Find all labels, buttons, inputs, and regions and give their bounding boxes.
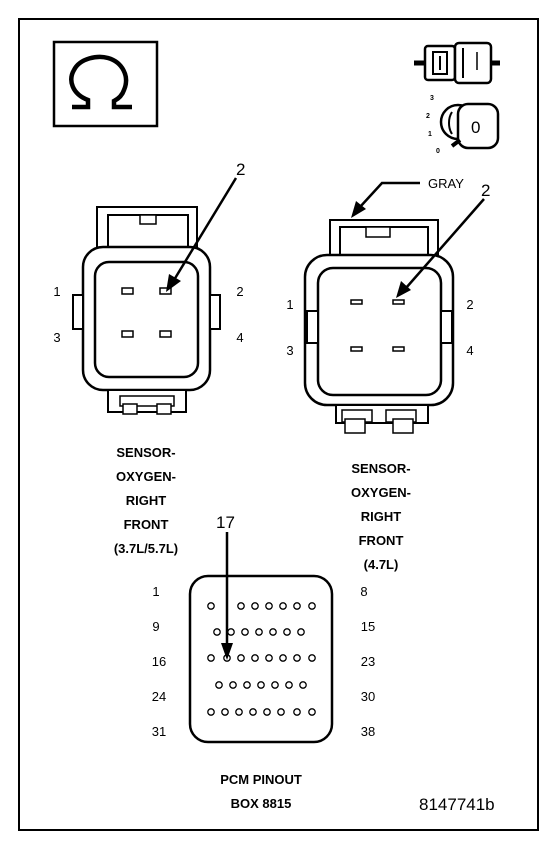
- right-connector: [303, 219, 455, 434]
- left-pin-label-2: 2: [236, 284, 244, 299]
- pcm-row-end-label: 8: [360, 584, 368, 599]
- pin-2-socket: [159, 287, 172, 295]
- pin-1-socket: [350, 299, 363, 305]
- connector-plug-icon: [414, 41, 500, 85]
- left-pin-label-3: 3: [53, 330, 61, 345]
- left-callout-arrow: [166, 177, 238, 292]
- pin-3-socket: [121, 330, 134, 338]
- right-connector-caption: SENSOR- OXYGEN- RIGHT FRONT (4.7L): [351, 461, 411, 572]
- pcm-row-end-label: 30: [360, 689, 376, 704]
- left-connector-caption: SENSOR- OXYGEN- RIGHT FRONT (3.7L/5.7L): [113, 445, 179, 556]
- right-pin-label-2: 2: [466, 297, 474, 312]
- pcm-row-start-label: 16: [151, 654, 167, 669]
- pcm-row-start-label: 24: [151, 689, 167, 704]
- gray-label: GRAY: [428, 176, 464, 191]
- left-pin-label-4: 4: [236, 330, 244, 345]
- figure-id: 8147741b: [419, 795, 495, 814]
- pcm-pin-row-1: [207, 602, 316, 610]
- right-pin-label-1: 1: [286, 297, 294, 312]
- pcm-callout-arrow: [221, 532, 233, 660]
- omega-icon: [52, 40, 159, 128]
- gray-callout-arrow: [351, 181, 420, 218]
- key-position-label: 1: [428, 131, 432, 138]
- outer-border: [18, 18, 539, 831]
- pin-1-socket: [121, 287, 134, 295]
- key-position-label: 3: [430, 95, 434, 102]
- key-position-label: 2: [426, 113, 430, 120]
- pcm-pin-row-5: [207, 708, 316, 716]
- left-pin-label-1: 1: [53, 284, 61, 299]
- pcm-caption: PCM PINOUT BOX 8815: [220, 772, 302, 811]
- right-callout-arrow: [396, 198, 485, 298]
- pin-4-socket: [392, 346, 405, 352]
- ignition-key-icon: [439, 102, 500, 150]
- pcm-pin-row-4: [215, 681, 307, 689]
- pin-3-socket: [350, 346, 363, 352]
- pin-4-socket: [159, 330, 172, 338]
- key-position-label: 0: [436, 148, 440, 155]
- left-connector: [72, 206, 221, 415]
- pcm-row-start-label: 9: [152, 619, 160, 634]
- pcm-row-end-label: 38: [360, 724, 376, 739]
- right-pin-label-4: 4: [466, 343, 474, 358]
- pcm-row-end-label: 23: [360, 654, 376, 669]
- pcm-connector: [188, 574, 334, 744]
- pcm-row-start-label: 1: [152, 584, 160, 599]
- key-label: 0: [471, 118, 481, 137]
- right-pin-label-3: 3: [286, 343, 294, 358]
- pcm-callout-number: 17: [216, 513, 235, 532]
- pcm-row-start-label: 31: [151, 724, 167, 739]
- pcm-pin-row-2: [213, 628, 305, 636]
- pcm-pin-row-3: [207, 654, 316, 662]
- pcm-row-end-label: 15: [360, 619, 376, 634]
- pin-2-socket: [392, 299, 405, 305]
- left-callout-number: 2: [236, 160, 246, 179]
- right-callout-number: 2: [481, 181, 491, 200]
